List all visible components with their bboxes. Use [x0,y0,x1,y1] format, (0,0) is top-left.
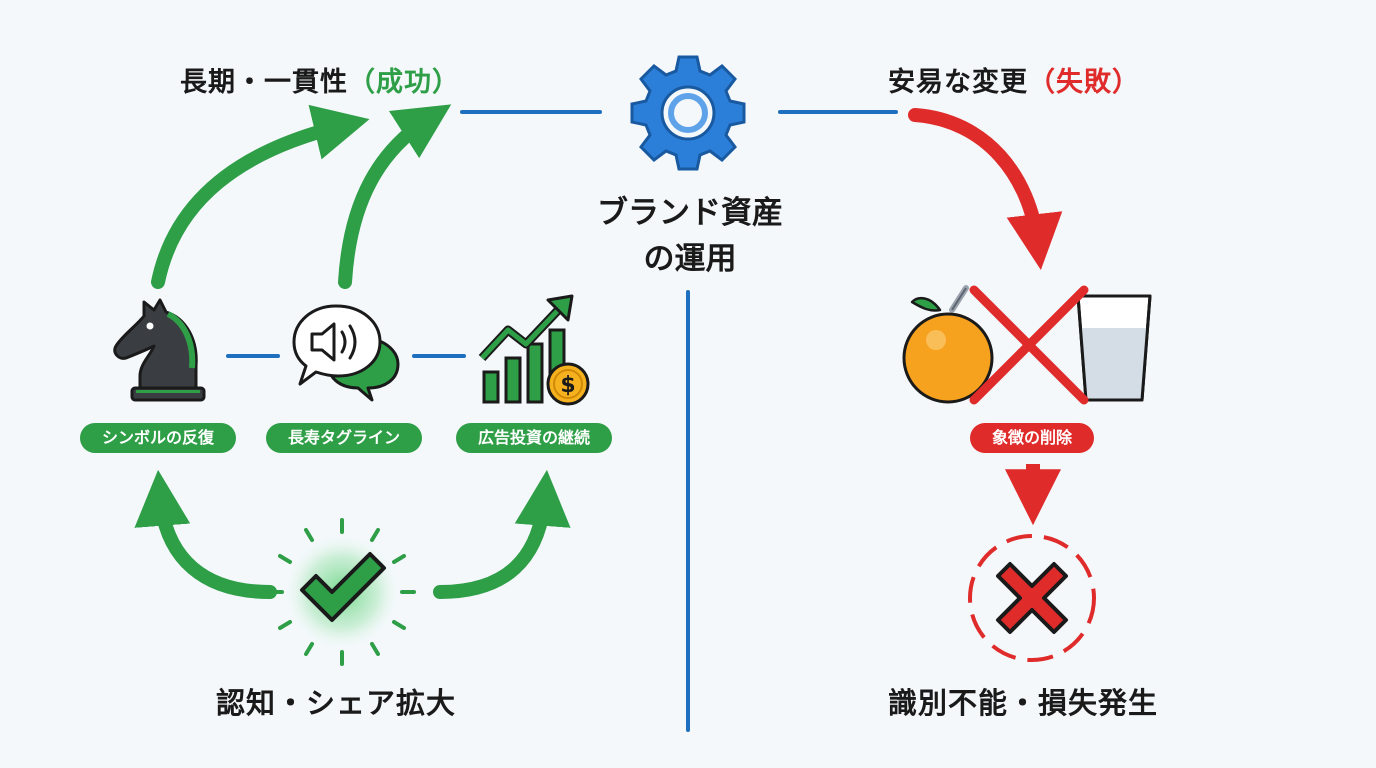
success-heading-main: 長期・一貫性 [180,67,348,98]
pill-longevity-tagline: 長寿タグライン [266,423,422,453]
center-title: ブランド資産 の運用 [540,190,840,282]
growth-chart-coin-icon: $ [478,294,590,406]
failure-result-caption: 識別不能・損失発生 [888,686,1159,720]
chess-knight-icon [113,298,206,402]
svg-text:$: $ [560,373,575,398]
pill-ad-investment: 広告投資の継続 [456,423,612,453]
red-x-icon [968,534,1096,662]
green-arrow-speaker-to-heading [338,104,452,289]
center-title-line1: ブランド資産 [597,195,783,231]
failure-heading: 安易な変更（失敗） [888,60,1140,99]
glowing-checkmark-icon [268,518,416,666]
pill-symbol-repetition: シンボルの反復 [80,423,236,453]
success-heading: 長期・一貫性（成功） [180,60,460,99]
gear-icon [630,55,746,171]
center-title-line2: の運用 [643,241,737,277]
green-arrow-check-to-right [433,469,571,599]
speech-bubble-speaker-icon [292,304,400,402]
green-arrow-check-to-left [134,469,277,599]
failure-heading-accent: （失敗） [1028,67,1140,98]
success-heading-accent: （成功） [348,67,460,98]
failure-heading-main: 安易な変更 [888,67,1028,98]
green-arrow-knight-to-heading [151,104,370,289]
orange-and-glass-crossed-out-icon [902,285,1152,405]
pill-symbol-removal: 象徴の削除 [970,423,1094,453]
red-arrow-heading-to-item [908,108,1063,271]
success-result-caption: 認知・シェア拡大 [216,686,457,720]
